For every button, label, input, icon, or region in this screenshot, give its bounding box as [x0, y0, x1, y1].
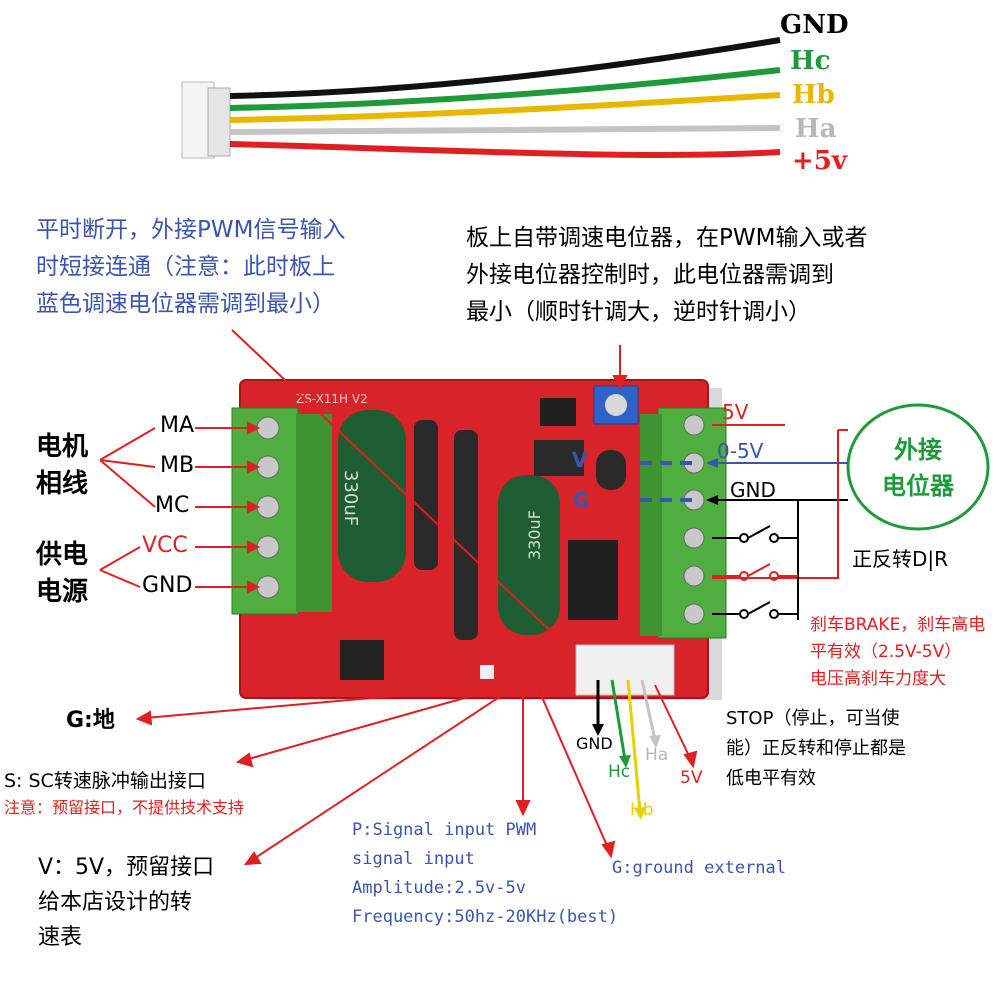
brake-note: 刹车BRAKE，刹车高电 平有效（2.5V-5V） 电压高刹车力度大: [810, 612, 985, 693]
terminal-label-ma: MA: [160, 413, 194, 438]
terminal-label-5v: 5V: [722, 400, 748, 424]
terminal-label-mc: MC: [155, 493, 189, 518]
pwm-note-line-2: 时短接连通（注意：此时板上: [36, 249, 345, 286]
pwm-input-spec: P:Signal input PWM signal input Amplitud…: [352, 816, 618, 932]
v-5v-note: V：5V，预留接口 给本店设计的转 速表: [38, 850, 214, 955]
pwm-note-line-3: 蓝色调速电位器需调到最小）: [36, 286, 345, 323]
driver-ic: [568, 540, 618, 620]
wire-label-hb: Hb: [792, 80, 835, 110]
cap-label-2: 330uF: [525, 510, 544, 560]
wire-label-5v: +5v: [792, 146, 847, 176]
wire-label-ha: Ha: [795, 114, 836, 144]
g-ground-label: G:地: [66, 702, 115, 734]
external-pot-label: 外接 电位器: [868, 432, 968, 504]
terminal-label-vcc: VCC: [142, 533, 188, 558]
hall-out-hc: Hc: [608, 762, 630, 782]
direction-label: 正反转D|R: [852, 543, 948, 572]
right-terminal-block: [658, 408, 726, 638]
pot-note-line-3: 最小（顺时针调大，逆时针调小）: [466, 294, 867, 331]
g-ground-external: G:ground external: [612, 858, 786, 878]
cap-label-1: 330uF: [340, 470, 361, 526]
power-supply-label: 供电 电源: [36, 534, 88, 608]
hall-connector-cable: [182, 40, 780, 158]
wire-ha: [230, 128, 780, 132]
terminal-label-gnd: GND: [142, 573, 192, 598]
wire-5v: [230, 144, 780, 155]
board-silk: ZS-X11H V2: [296, 392, 368, 406]
hall-out-ha: Ha: [645, 745, 668, 765]
hall-out-hb: Hb: [630, 800, 654, 820]
onboard-pot-note: 板上自带调速电位器，在PWM输入或者 外接电位器控制时，此电位器需调到 最小（顺…: [466, 220, 867, 331]
motor-phase-label: 电机 相线: [36, 426, 88, 500]
pot-note-line-2: 外接电位器控制时，此电位器需调到: [466, 257, 867, 294]
pot-note-line-1: 板上自带调速电位器，在PWM输入或者: [466, 220, 867, 257]
controller-board: ZS-X11H V2 330uF 330uF: [232, 380, 726, 700]
hall-socket: [576, 645, 674, 695]
terminal-label-mb: MB: [160, 453, 194, 478]
terminal-label-0-5v: 0-5V: [717, 439, 763, 463]
sc-output-label: S: SC转速脉冲输出接口: [4, 766, 206, 793]
pwm-short-note: 平时断开，外接PWM信号输入 时短接连通（注意：此时板上 蓝色调速电位器需调到最…: [36, 212, 345, 323]
wire-gnd: [230, 40, 780, 96]
wire-label-gnd: GND: [780, 10, 849, 40]
terminal-label-gnd-right: GND: [730, 478, 776, 502]
pwm-note-line-1: 平时断开，外接PWM信号输入: [36, 212, 345, 249]
pot-pin-v: V: [572, 448, 587, 472]
pot-pin-g: G: [573, 488, 589, 512]
wire-label-hc: Hc: [790, 46, 830, 76]
hall-out-gnd: GND: [576, 734, 613, 753]
hall-out-5v: 5V: [680, 768, 702, 788]
sc-output-note: 注意：预留接口，不提供技术支持: [4, 794, 244, 818]
stop-note: STOP（停止，可当使 能）正反转和停止都是 低电平有效: [726, 704, 906, 794]
